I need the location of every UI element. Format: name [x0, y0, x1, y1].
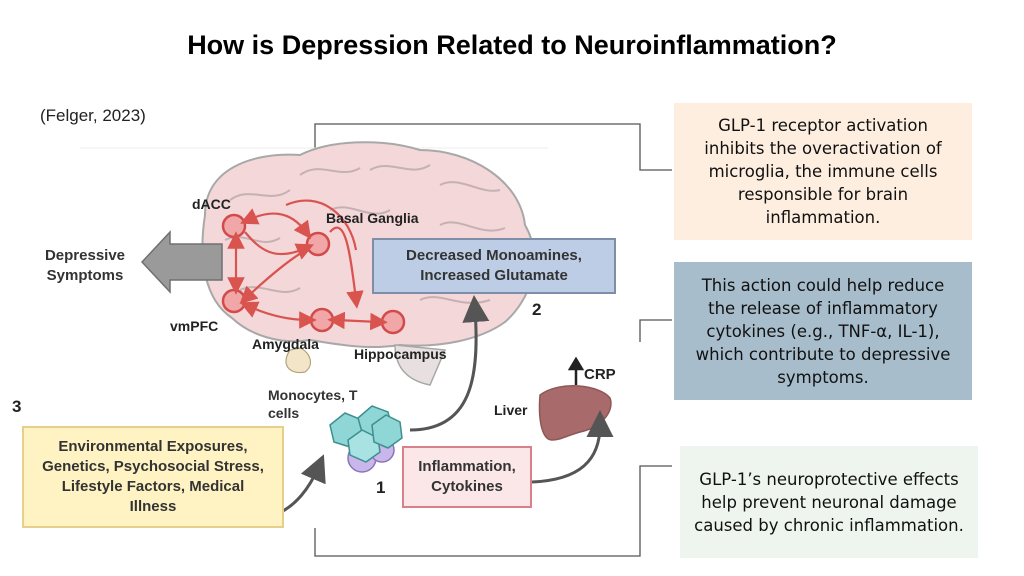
note-neuroprotective: GLP-1’s neuroprotective effects help pre… [680, 446, 978, 558]
monoamines-box: Decreased Monoamines, Increased Glutamat… [372, 238, 616, 294]
label-3: 3 [12, 397, 22, 416]
label-2: 2 [532, 300, 542, 319]
region-label-hippocampus: Hippocampus [354, 346, 447, 362]
circuit-arrows [227, 199, 388, 331]
environment-box: Environmental Exposures, Genetics, Psych… [22, 426, 284, 528]
immune-cells [329, 405, 403, 473]
region-label-dacc: dACC [192, 196, 231, 212]
note-cytokines: This action could help reduce the releas… [674, 262, 972, 400]
depressive-symptoms-label: Depressive Symptoms [44, 247, 126, 284]
page-title: How is Depression Related to Neuroinflam… [187, 30, 837, 60]
connector-lines [314, 123, 672, 557]
label-1: 1 [376, 478, 386, 497]
crp-label: CRP [584, 366, 616, 383]
note-microglia: GLP-1 receptor activation inhibits the o… [674, 103, 972, 240]
depressive-arrow-shape [140, 230, 223, 294]
citation: (Felger, 2023) [40, 106, 146, 125]
region-label-amygdala: Amygdala [252, 336, 319, 352]
monocytes-label: Monocytes, T cells [268, 387, 358, 421]
inflammation-box: Inflammation, Cytokines [402, 446, 532, 508]
region-label-basal-ganglia: Basal Ganglia [326, 210, 419, 226]
brainstem [394, 344, 447, 386]
region-label-vmpfc: vmPFC [170, 318, 219, 334]
liver-label: Liver [494, 402, 528, 418]
crp-arrow [567, 356, 585, 385]
